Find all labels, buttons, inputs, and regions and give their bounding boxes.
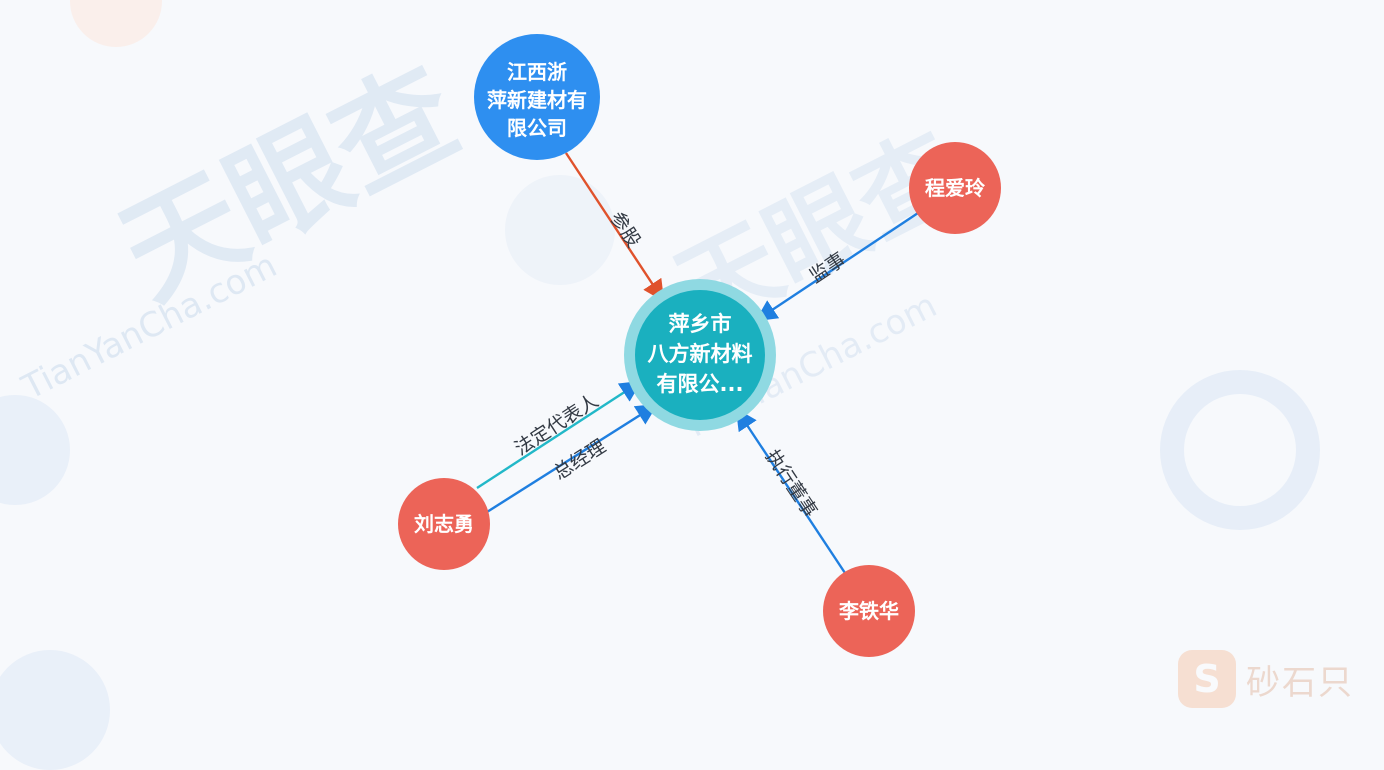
brand-watermark: S 砂石只 [1178,650,1354,708]
shareholder-node-label-line-2: 萍新建材有 [487,88,587,112]
center-node-label-line-1: 萍乡市 [669,312,732,336]
edge-general-manager [486,403,658,514]
center-company-node[interactable]: 萍乡市 八方新材料 有限公... [624,279,776,431]
person-node-liu[interactable]: 刘志勇 [398,478,490,570]
graph-canvas: 天眼查 TianYanCha.com 天眼查 TianYanCha.com 参股… [0,0,1354,770]
shareholder-node-circle [474,34,600,160]
center-node-circle [635,290,765,420]
edge-label-general-manager: 总经理 [550,435,610,484]
person-node-cheng-circle [909,142,1001,234]
edge-label-shareholding: 参股 [605,208,644,252]
person-node-liu-label: 刘志勇 [414,512,474,536]
shareholder-company-node[interactable]: 江西浙 萍新建材有 限公司 [474,34,600,160]
shareholder-node-label-line-1: 江西浙 [507,60,567,84]
person-node-li-circle [823,565,915,657]
center-node-label-line-2: 八方新材料 [648,342,753,366]
brand-watermark-text: 砂石只 [1246,662,1354,703]
edge-label-executive-director: 执行董事 [761,446,821,521]
watermark-site-text-left: 天眼查 [100,41,478,325]
person-node-li[interactable]: 李铁华 [823,565,915,657]
brand-logo-icon: S [1178,650,1236,708]
edge-shareholding [564,152,665,302]
edge-executive-director [735,408,847,574]
person-node-liu-circle [398,478,490,570]
edge-supervisor [755,212,919,322]
person-node-cheng[interactable]: 程爱玲 [909,142,1001,234]
person-node-cheng-label: 程爱玲 [925,176,986,200]
relationship-graph: 天眼查 TianYanCha.com 天眼查 TianYanCha.com 参股… [15,34,1001,657]
edge-legal-representative [476,380,642,490]
center-node-label-line-3: 有限公... [657,372,744,396]
person-node-li-label: 李铁华 [838,599,899,623]
shareholder-node-label-line-3: 限公司 [507,116,567,140]
